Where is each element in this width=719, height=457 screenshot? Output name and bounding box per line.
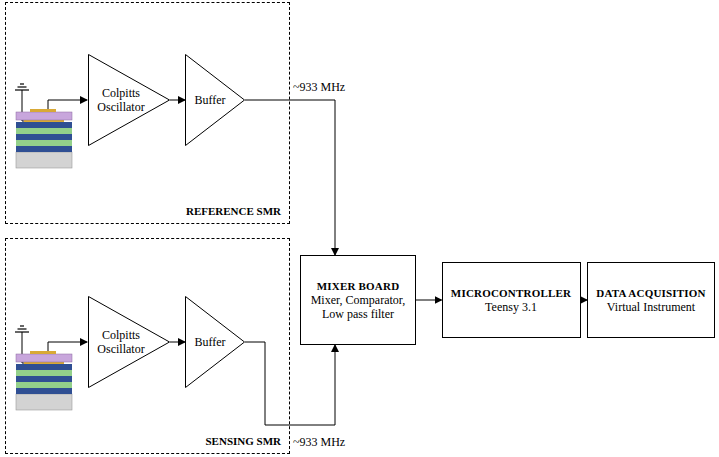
signal-connector [170, 100, 185, 101]
box-body: Virtual Instrument [607, 300, 695, 314]
frequency-label: ~933 MHz [293, 80, 345, 95]
block-name: Buffer [191, 335, 229, 349]
amplifier-triangle: Buffer [185, 54, 245, 146]
signal-connector [245, 342, 335, 425]
signal-connector [416, 300, 442, 301]
amplifier-triangle: Colpitts Oscillator [88, 54, 170, 146]
group-label: SENSING SMR [206, 435, 282, 447]
box-body: Mixer, Comparator, Low pass filter [309, 293, 407, 321]
signal-connector [170, 342, 185, 343]
process-box: DATA ACQUISITIONVirtual Instrument [587, 262, 715, 338]
dashed-group: REFERENCE SMR Colpitts Oscillator Buffer [5, 2, 290, 224]
amplifier-triangle: Buffer [185, 296, 245, 388]
box-heading: MICROCONTROLLER [451, 286, 571, 300]
block-name: Colpitts Oscillator [94, 328, 148, 356]
box-heading: DATA ACQUISITION [596, 286, 705, 300]
process-box: MIXER BOARDMixer, Comparator, Low pass f… [300, 255, 416, 345]
dashed-group: SENSING SMR Colpitts Oscillator Buffer [5, 238, 290, 454]
block-name: Buffer [191, 93, 229, 107]
reference-smr-figure [15, 84, 87, 168]
amplifier-triangle: Colpitts Oscillator [88, 296, 170, 388]
signal-connector [245, 100, 335, 255]
box-heading: MIXER BOARD [317, 279, 400, 293]
group-label: REFERENCE SMR [186, 205, 281, 217]
sensing-smr-figure [15, 326, 87, 410]
box-body: Teensy 3.1 [485, 300, 537, 314]
frequency-label: ~933 MHz [293, 435, 345, 450]
block-name: Colpitts Oscillator [94, 86, 148, 114]
process-box: MICROCONTROLLERTeensy 3.1 [442, 262, 581, 338]
